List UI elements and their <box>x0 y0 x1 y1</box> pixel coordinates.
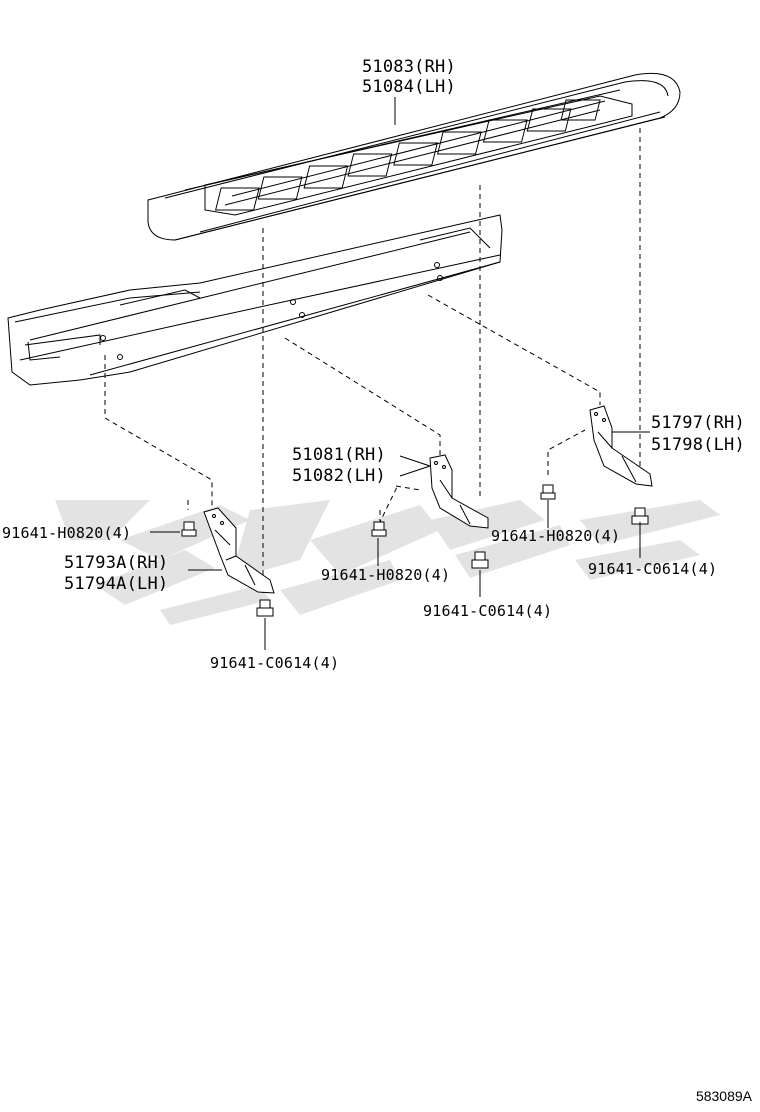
label-bracket-center-lh: 51082(LH) <box>292 466 386 486</box>
label-nut-center: 91641-C0614(4) <box>423 602 553 620</box>
label-nut-left: 91641-C0614(4) <box>210 654 340 672</box>
nut-center <box>471 551 489 569</box>
rocker-panel <box>7 214 503 386</box>
bolt-left <box>181 521 197 537</box>
label-step-board-rh: 51083(RH) <box>362 57 456 77</box>
label-bracket-left-rh: 51793A(RH) <box>64 553 169 573</box>
bolt-center <box>371 521 387 537</box>
step-board <box>147 72 681 241</box>
label-nut-right: 91641-C0614(4) <box>588 560 718 578</box>
bracket-center <box>429 454 489 529</box>
label-bracket-left-lh: 51794A(LH) <box>64 574 169 594</box>
label-bracket-center-rh: 51081(RH) <box>292 445 386 465</box>
label-bolt-center: 91641-H0820(4) <box>321 566 451 584</box>
label-bolt-right: 91641-H0820(4) <box>491 527 621 545</box>
bolt-right <box>540 484 556 500</box>
label-step-board-lh: 51084(LH) <box>362 77 456 97</box>
nut-left <box>256 599 274 617</box>
leader-lines <box>150 431 650 650</box>
label-bracket-right-lh: 51798(LH) <box>651 435 745 455</box>
label-bracket-right-rh: 51797(RH) <box>651 413 745 433</box>
bracket-left <box>203 507 275 594</box>
watermark-logo <box>55 500 720 625</box>
label-bolt-left: 91641-H0820(4) <box>2 524 132 542</box>
illustration-code: 583089A <box>695 1088 752 1104</box>
bracket-right <box>589 405 653 487</box>
